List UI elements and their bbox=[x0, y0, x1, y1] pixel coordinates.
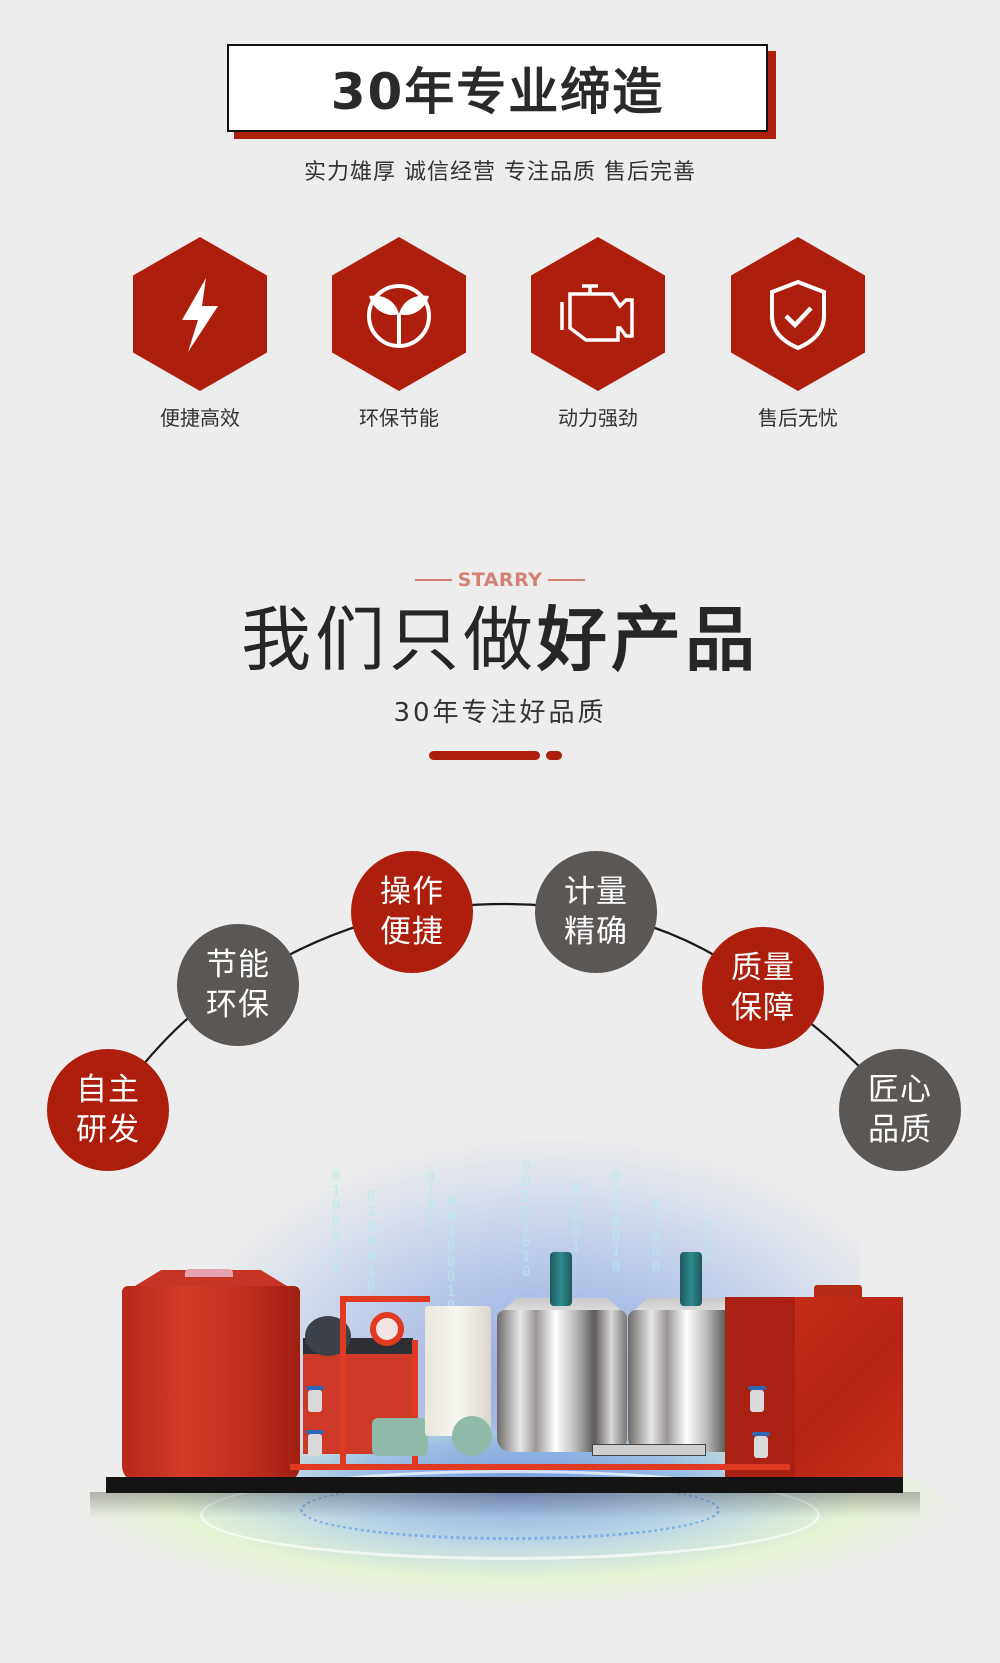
brand-tag: STARRY bbox=[0, 569, 1000, 591]
section-title-bold: 好产品 bbox=[537, 599, 759, 681]
accent-bar bbox=[429, 751, 540, 760]
hexagon-badge bbox=[731, 237, 865, 391]
header-box: 30年专业缔造 bbox=[227, 44, 768, 132]
mixer-motor bbox=[550, 1252, 572, 1306]
highlight-circle: 自主研发 bbox=[47, 1049, 169, 1171]
accent-dot bbox=[546, 751, 562, 760]
valve bbox=[308, 1434, 322, 1456]
valve-handle bbox=[306, 1430, 324, 1434]
highlight-text: 保障 bbox=[731, 990, 795, 1026]
pipe bbox=[340, 1296, 430, 1302]
section-title: 我们只做好产品 bbox=[0, 598, 1000, 682]
sprout-icon bbox=[367, 284, 431, 348]
feature-label: 售后无忧 bbox=[758, 406, 838, 430]
steel-tray bbox=[592, 1444, 706, 1456]
skid-platform bbox=[106, 1477, 903, 1493]
valve-handle bbox=[748, 1386, 766, 1390]
pressure-gauge bbox=[370, 1312, 404, 1346]
highlight-circle: 计量精确 bbox=[535, 851, 657, 973]
section-title-light: 我们只做 bbox=[241, 599, 537, 681]
highlight-text: 便捷 bbox=[380, 914, 444, 950]
hexagon-badge bbox=[332, 237, 466, 391]
pipe bbox=[412, 1340, 418, 1466]
brand-name: STARRY bbox=[457, 569, 543, 591]
highlight-text: 精确 bbox=[564, 914, 628, 950]
section-subtitle: 30年专注好品质 bbox=[393, 698, 607, 728]
stainless-mixing-tank bbox=[497, 1310, 627, 1452]
main-pipe bbox=[290, 1464, 790, 1470]
red-box-tank bbox=[795, 1297, 903, 1479]
floor-ring bbox=[200, 1470, 820, 1560]
highlight-text: 操作 bbox=[380, 874, 444, 910]
pipe bbox=[340, 1296, 346, 1466]
lightning-icon bbox=[182, 278, 218, 352]
feature-item: 环保节能 bbox=[332, 237, 466, 437]
highlight-text: 节能 bbox=[206, 947, 270, 983]
gear-motor bbox=[372, 1418, 428, 1456]
shield-check-icon bbox=[770, 279, 826, 351]
highlight-circle: 质量保障 bbox=[702, 927, 824, 1049]
divider-dash bbox=[548, 579, 586, 581]
feature-label: 便捷高效 bbox=[160, 406, 240, 430]
valve bbox=[308, 1390, 322, 1412]
tank-cap bbox=[185, 1269, 233, 1277]
highlight-text: 匠心 bbox=[868, 1072, 932, 1108]
red-box-tank-cap bbox=[814, 1285, 862, 1298]
feature-item: 动力强劲 bbox=[531, 237, 665, 437]
valve bbox=[754, 1436, 768, 1458]
hexagon-badge bbox=[133, 237, 267, 391]
highlight-text: 自主 bbox=[76, 1072, 140, 1108]
feature-item: 便捷高效 bbox=[133, 237, 267, 437]
valve-handle bbox=[306, 1386, 324, 1390]
feature-label: 环保节能 bbox=[359, 406, 439, 430]
red-storage-tank bbox=[122, 1286, 300, 1482]
highlight-text: 计量 bbox=[564, 874, 628, 910]
feature-item: 售后无忧 bbox=[731, 237, 865, 437]
highlight-text: 研发 bbox=[76, 1112, 140, 1148]
highlight-text: 品质 bbox=[868, 1112, 932, 1148]
valve bbox=[750, 1390, 764, 1412]
header-subtitle: 实力雄厚 诚信经营 专注品质 售后完善 bbox=[304, 160, 696, 185]
white-additive-tank bbox=[425, 1306, 491, 1436]
mixer-motor bbox=[680, 1252, 702, 1306]
valve-handle bbox=[752, 1432, 770, 1436]
divider-dash bbox=[414, 579, 452, 581]
highlight-circle: 操作便捷 bbox=[351, 851, 473, 973]
metering-pump bbox=[452, 1416, 492, 1456]
highlight-text: 环保 bbox=[206, 987, 270, 1023]
platform-shadow bbox=[90, 1492, 920, 1518]
highlight-text: 质量 bbox=[731, 950, 795, 986]
hexagon-badge bbox=[531, 237, 665, 391]
highlight-circle: 节能环保 bbox=[177, 924, 299, 1046]
header-title: 30年专业缔造 bbox=[330, 63, 665, 121]
engine-icon bbox=[560, 284, 634, 342]
feature-label: 动力强劲 bbox=[558, 406, 638, 430]
